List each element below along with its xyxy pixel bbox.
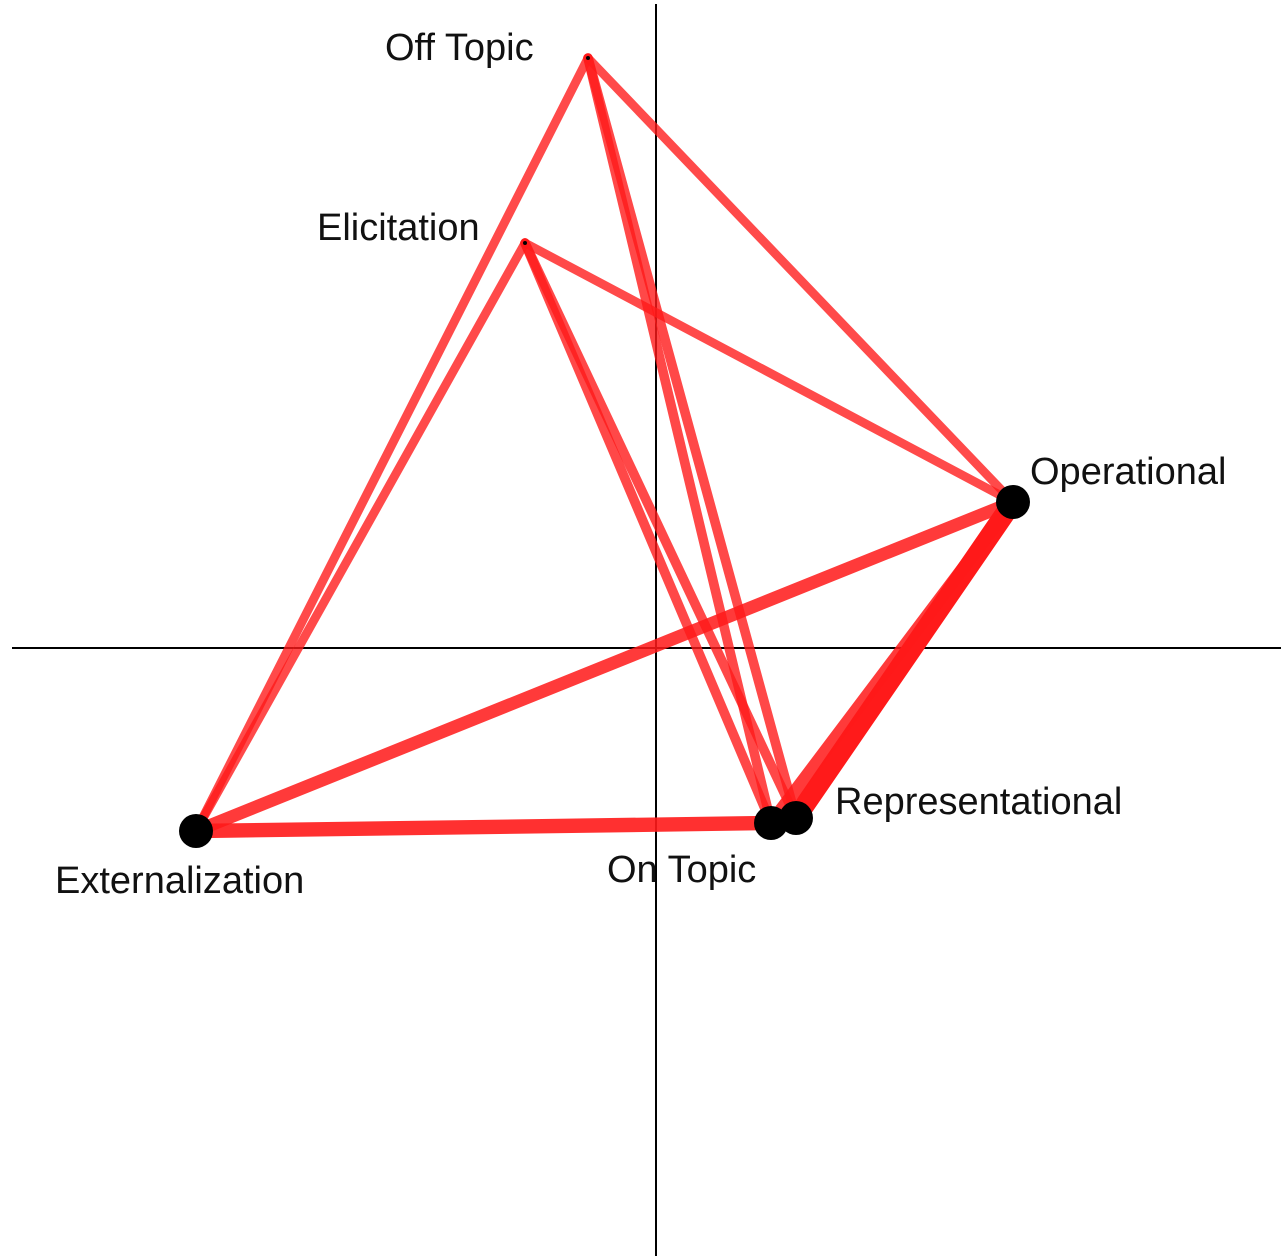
edges-layer	[188, 53, 1023, 839]
node-operational	[996, 485, 1030, 519]
edge-elicitation-operational	[520, 238, 1018, 507]
axes	[12, 4, 1281, 1256]
edge-elicitation-externalization	[191, 238, 530, 836]
edge-off_topic-externalization	[191, 53, 593, 836]
node-label-externalization: Externalization	[55, 860, 304, 902]
edge-operational-on_topic	[764, 495, 1020, 830]
node-on_topic	[754, 806, 788, 840]
node-label-on_topic: On Topic	[607, 849, 756, 891]
node-externalization	[179, 814, 213, 848]
labels-layer: Off TopicElicitationOperationalRepresent…	[55, 27, 1226, 902]
node-label-representational: Representational	[835, 781, 1122, 823]
node-off_topic	[586, 56, 590, 60]
nodes-layer	[179, 56, 1030, 848]
edge-externalization-operational	[189, 495, 1020, 838]
node-label-elicitation: Elicitation	[317, 207, 480, 249]
node-label-operational: Operational	[1030, 451, 1226, 493]
edge-externalization-on_topic	[188, 815, 779, 839]
edge-elicitation-representational	[520, 238, 801, 823]
node-elicitation	[523, 241, 527, 245]
edge-off_topic-operational	[583, 53, 1018, 507]
node-label-off_topic: Off Topic	[385, 27, 534, 69]
